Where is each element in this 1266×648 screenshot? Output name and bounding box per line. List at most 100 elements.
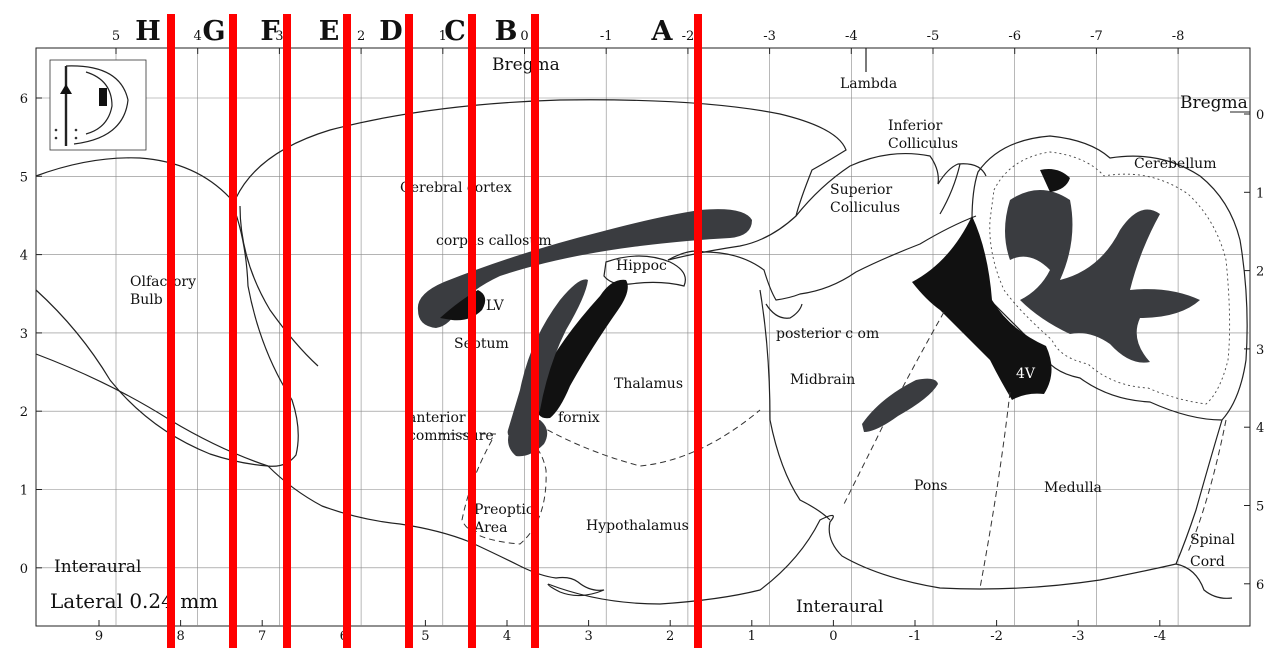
olfactory-bulb-label-1: Olfactory	[130, 274, 196, 290]
section-letter-f: F	[260, 16, 279, 47]
midbrain-ventral-outline	[760, 290, 830, 520]
left-axis: 6 5 4 3 2 1 0	[20, 92, 42, 577]
section-letter-d: D	[379, 16, 402, 47]
section-line-d	[405, 14, 413, 648]
top-tick-label: 2	[357, 29, 365, 44]
lv-label: LV	[486, 298, 505, 314]
bottom-tick-label: 2	[666, 629, 674, 644]
cerebellar-white-matter	[1005, 190, 1200, 363]
right-tick-label: 3	[1256, 343, 1264, 358]
bottom-tick-label: 1	[748, 629, 756, 644]
spinal-cord-label-2: Cord	[1190, 554, 1225, 570]
section-lines: H G F E D CB A	[135, 14, 702, 648]
anterior-commissure-label-1: anterior	[408, 410, 466, 426]
section-letter-g: G	[202, 16, 225, 47]
section-line-h	[167, 14, 175, 648]
bottom-tick-label: -1	[909, 629, 922, 644]
interaural-bottom-label: Interaural	[796, 597, 883, 617]
right-tick-label: 2	[1256, 265, 1264, 280]
section-letter-b: B	[495, 16, 518, 47]
forebrain-ventral-outline	[268, 466, 604, 596]
section-line-a	[694, 14, 702, 648]
left-tick-label: 2	[20, 405, 28, 420]
section-line-b	[531, 14, 539, 648]
top-tick-label: -4	[845, 29, 858, 44]
anterior-commissure-label-2: commissure	[408, 428, 494, 444]
left-tick-label: 1	[20, 484, 28, 499]
right-tick-label: 5	[1256, 500, 1264, 515]
section-line-e	[343, 14, 351, 648]
preoptic-area-label-2: Area	[473, 520, 507, 536]
plot-frame	[36, 48, 1250, 626]
lambda-label: Lambda	[840, 76, 897, 92]
section-letter-h: H	[135, 16, 161, 47]
bottom-tick-label: 7	[258, 629, 266, 644]
bottom-tick-label: 5	[421, 629, 429, 644]
inset-thumbnail	[50, 60, 146, 150]
bottom-tick-label: 4	[503, 629, 511, 644]
top-tick-label: 4	[194, 29, 202, 44]
right-tick-label: 0	[1256, 108, 1264, 123]
left-tick-label: 6	[20, 92, 28, 107]
cerebellum-peduncle-outline	[940, 164, 960, 214]
right-tick-label: 1	[1256, 186, 1264, 201]
left-tick-label: 5	[20, 170, 28, 185]
left-tick-label: 3	[20, 327, 28, 342]
hypothalamus-label: Hypothalamus	[586, 518, 689, 534]
bottom-tick-label: -3	[1072, 629, 1085, 644]
fornix-label: fornix	[558, 410, 600, 426]
midbrain-label: Midbrain	[790, 372, 855, 388]
lateral-label: Lateral 0.24 mm	[50, 589, 218, 613]
section-line-f	[283, 14, 291, 648]
bregma-top-label: Bregma	[492, 55, 560, 75]
interaural-left-label: Interaural	[54, 557, 141, 577]
section-line-c	[468, 14, 476, 648]
inferior-colliculus-label-2: Colliculus	[888, 136, 958, 152]
top-tick-label: -1	[600, 29, 613, 44]
top-tick-label: -6	[1008, 29, 1021, 44]
posterior-commissure-label: posterior c om	[776, 326, 879, 342]
left-tick-label: 0	[20, 562, 28, 577]
section-line-g	[229, 14, 237, 648]
top-tick-label: -2	[682, 29, 695, 44]
fourth-ventricle-label: 4V	[1016, 366, 1036, 382]
bregma-right-label: Bregma	[1180, 93, 1248, 113]
superior-colliculus-label-2: Colliculus	[830, 200, 900, 216]
posterior-commissure-outline	[766, 304, 802, 318]
medulla-label: Medulla	[1044, 480, 1102, 496]
right-tick-label: 6	[1256, 578, 1264, 593]
cerebral-cortex-label: Cerebral cortex	[400, 180, 512, 196]
section-letter-c: C	[444, 16, 466, 47]
superior-colliculus-label-1: Superior	[830, 182, 892, 198]
cerebellum-label: Cerebellum	[1134, 156, 1216, 172]
bottom-tick-label: -2	[990, 629, 1003, 644]
cortex-ventral-outline	[240, 206, 318, 366]
left-tick-label: 4	[20, 249, 28, 264]
preoptic-area-label-1: Preoptic	[474, 502, 534, 518]
midbrain-aqueduct-spot	[862, 379, 938, 432]
section-letter-e: E	[319, 16, 340, 47]
septum-label: Septum	[454, 336, 509, 352]
pons-medulla-boundary	[980, 392, 1010, 588]
bottom-tick-label: 8	[176, 629, 184, 644]
hippocampus-label: Hippoc	[616, 258, 667, 274]
top-tick-label: 5	[112, 29, 120, 44]
bottom-tick-label: 0	[829, 629, 837, 644]
spinal-cord-label-1: Spinal	[1190, 532, 1235, 548]
olfactory-bulb-label-2: Bulb	[130, 292, 163, 308]
bottom-axis: 9876543210-1-2-3-4	[95, 620, 1166, 644]
coordinate-grid	[36, 48, 1250, 626]
section-letter-a: A	[651, 16, 674, 47]
bottom-tick-label: -4	[1153, 629, 1166, 644]
top-tick-label: -3	[763, 29, 776, 44]
pons-label: Pons	[914, 478, 947, 494]
top-tick-label: -8	[1172, 29, 1185, 44]
inferior-colliculus-label-1: Inferior	[888, 118, 943, 134]
right-tick-label: 4	[1256, 421, 1264, 436]
thalamus-label: Thalamus	[614, 376, 683, 392]
top-tick-label: -7	[1090, 29, 1103, 44]
bottom-tick-label: 3	[584, 629, 592, 644]
bottom-tick-label: 9	[95, 629, 103, 644]
